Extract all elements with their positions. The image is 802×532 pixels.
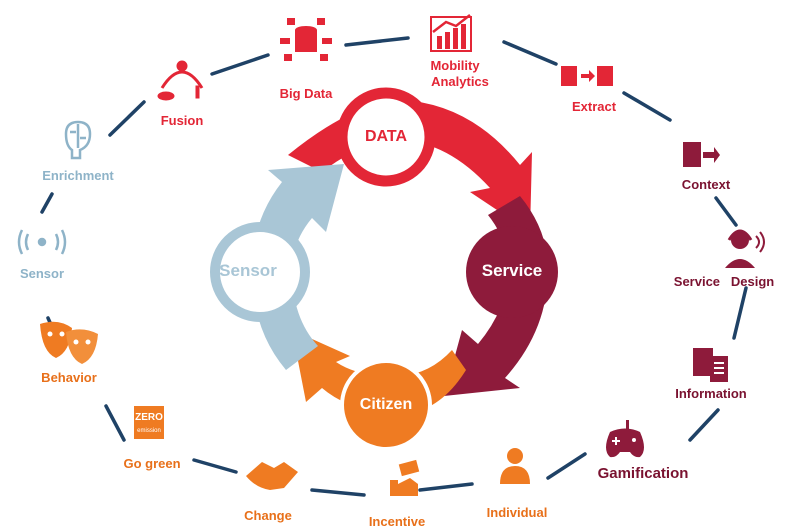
analytics-label: Analytics <box>431 74 489 89</box>
sensor-node-label: Sensor <box>19 266 65 281</box>
gamification-label: Gamification <box>597 465 689 482</box>
zero-badge-top: ZERO <box>135 412 163 423</box>
extract-label: Extract <box>571 99 617 114</box>
gamepad-icon <box>606 420 644 458</box>
big-data-icon <box>280 18 332 61</box>
sensor-circle <box>210 222 310 322</box>
fusion-label: Fusion <box>160 113 204 128</box>
big-data-label: Big Data <box>279 86 333 101</box>
behavior-label: Behavior <box>41 370 97 385</box>
data-label: DATA <box>364 128 408 145</box>
context-label: Context <box>681 177 731 192</box>
chart-icon <box>430 14 472 52</box>
fusion-icon <box>157 60 204 101</box>
person-icon <box>500 448 530 484</box>
brain-icon <box>64 120 92 160</box>
documents-icon <box>693 348 728 382</box>
masks-icon <box>40 321 98 364</box>
service-circle <box>466 226 558 318</box>
incentive-label: Incentive <box>368 514 426 529</box>
hand-money-icon <box>390 459 420 496</box>
extract-icon <box>561 66 613 86</box>
data-circle <box>336 87 436 187</box>
change-label: Change <box>244 508 292 523</box>
mobility-label: Mobility <box>430 58 480 73</box>
sensor-center-label: Sensor <box>219 261 277 280</box>
zero-emission-badge: ZERO emission <box>134 406 164 439</box>
zero-badge-bottom: emission <box>137 428 161 434</box>
citizen-circle <box>340 359 432 451</box>
door-exit-icon <box>683 142 720 167</box>
enrichment-label: Enrichment <box>42 168 114 183</box>
handshake-icon <box>246 462 298 490</box>
individual-label: Individual <box>486 505 548 520</box>
signal-icon <box>17 229 67 255</box>
citizen-label: Citizen <box>359 396 413 413</box>
headset-user-icon <box>725 229 765 268</box>
service-design-label: Service Design <box>673 274 775 289</box>
information-label: Information <box>675 386 747 401</box>
go-green-label: Go green <box>123 456 181 471</box>
service-label: Service <box>481 261 543 280</box>
